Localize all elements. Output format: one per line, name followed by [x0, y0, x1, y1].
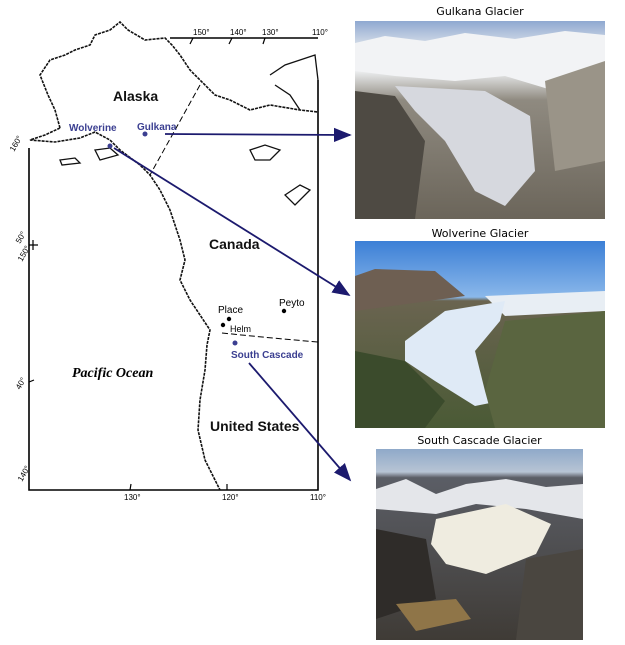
wolverine-photo-caption: Wolverine Glacier [431, 227, 529, 240]
bottom-tick: 120° [222, 493, 239, 502]
gulkana-photo-caption: Gulkana Glacier [436, 5, 524, 18]
alaska-canada-border [149, 84, 201, 176]
label-peyto: Peyto [279, 298, 305, 309]
bottom-tick: 110° [310, 493, 326, 502]
bottom-tick: 130° [124, 493, 141, 502]
map-frame [28, 37, 319, 491]
left-tick: 40° [14, 376, 28, 391]
arctic-islands [59, 54, 319, 206]
south-cascade-photo-caption: South Cascade Glacier [417, 434, 542, 447]
top-tick: 130° [262, 28, 279, 37]
label-alaska: Alaska [113, 88, 158, 104]
label-pacific-ocean: Pacific Ocean [72, 366, 153, 381]
label-helm: Helm [230, 324, 251, 334]
label-wolverine: Wolverine [69, 123, 117, 134]
wolverine-glacier-photo [355, 241, 605, 428]
tick-marks [28, 37, 266, 491]
arrow-to-south-cascade-photo [248, 362, 352, 482]
label-gulkana: Gulkana [137, 122, 177, 133]
label-united-states: United States [210, 418, 300, 434]
canada-us-border [221, 332, 319, 343]
top-tick: 140° [230, 28, 247, 37]
left-tick: 50° [14, 230, 28, 245]
left-tick: 160° [8, 134, 24, 153]
south-cascade-glacier-photo [376, 449, 583, 640]
label-canada: Canada [209, 236, 260, 252]
glacier-markers [107, 131, 287, 346]
top-tick: 110° [312, 28, 328, 37]
label-place: Place [218, 305, 243, 316]
arrow-to-wolverine-photo [113, 147, 351, 296]
top-tick: 150° [193, 28, 210, 37]
label-south-cascade: South Cascade [231, 350, 304, 361]
gulkana-glacier-photo [355, 21, 605, 219]
arrow-to-gulkana-photo [164, 127, 352, 143]
alaska-coastline [29, 20, 319, 491]
